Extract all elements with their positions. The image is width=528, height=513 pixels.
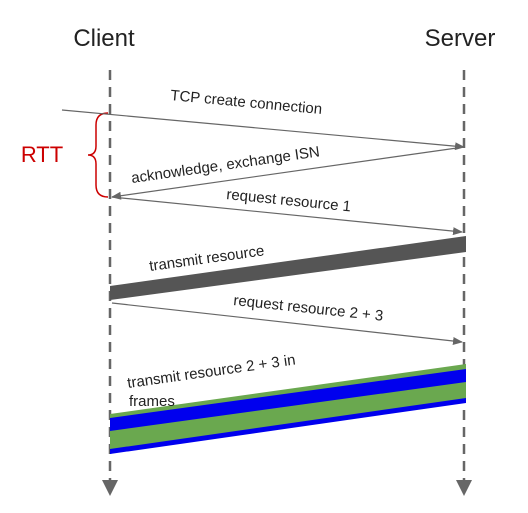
request-23-arrow (111, 302, 463, 345)
request-23-label: request resource 2 + 3 (233, 292, 384, 325)
server-lifeline-arrowhead (456, 480, 472, 496)
request-1-arrow (111, 196, 463, 236)
client-header: Client (73, 25, 135, 52)
transmit-23-label-line1: transmit resource 2 + 3 in (126, 352, 296, 392)
transmit-23-label-line2: frames (129, 393, 175, 410)
request-1-label: request resource 1 (226, 186, 352, 215)
client-lifeline-arrowhead (102, 480, 118, 496)
rtt-brace (87, 112, 109, 198)
rtt-label: RTT (21, 142, 63, 167)
acknowledge-arrow (111, 146, 465, 200)
tcp-create-label: TCP create connection (170, 87, 323, 118)
transmit-resource-bar (110, 236, 466, 300)
server-header: Server (425, 25, 496, 52)
tcp-create-arrow (61, 109, 465, 151)
frame-blue-stripe-1 (110, 369, 466, 431)
frame-blue-stripe-2 (110, 398, 466, 454)
